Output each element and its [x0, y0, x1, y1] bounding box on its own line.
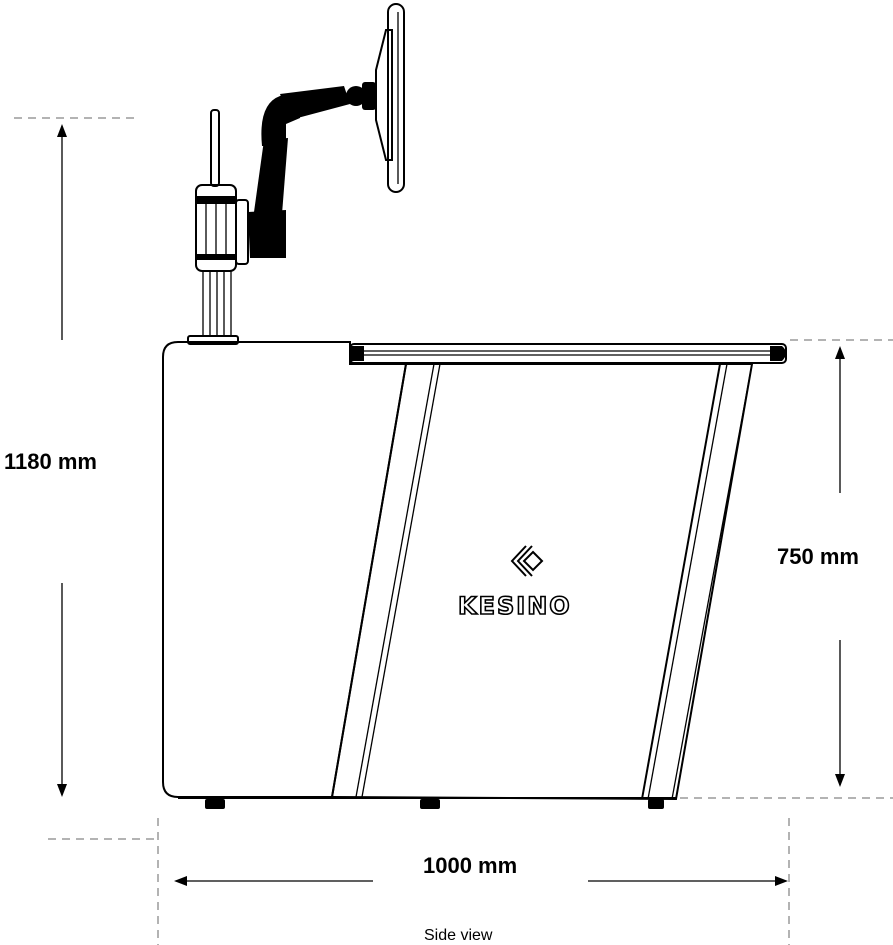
leg-strip-left-inner	[361, 363, 441, 798]
pole-top-rod	[210, 109, 220, 187]
leg-strip-left-outer	[331, 363, 407, 798]
pole-clamp-band-top	[196, 196, 236, 204]
arm-lower-joint	[248, 210, 286, 258]
arm-upper-segment	[280, 86, 350, 120]
monitor-pole	[187, 109, 249, 345]
leg-strip-right-outer	[641, 363, 721, 800]
guide-lines	[14, 117, 893, 945]
leg-strip-right-inner2	[647, 363, 728, 800]
foot-right	[648, 799, 664, 809]
desktop-surface	[349, 343, 787, 364]
view-caption: Side view	[424, 927, 493, 944]
desktop-clamp-left	[350, 346, 364, 361]
leg-strip-left-inner2	[355, 363, 435, 798]
desktop-slab	[349, 343, 787, 364]
brand-wordmark: KESINO	[458, 592, 572, 620]
arrow-up-icon	[57, 124, 67, 137]
monitor-arm	[248, 82, 376, 258]
arrow-down-icon	[57, 784, 67, 797]
pole-base	[187, 335, 239, 345]
arrow-up-icon	[835, 346, 845, 359]
monitor-back-housing	[375, 29, 393, 161]
foot-left	[205, 799, 225, 809]
monitor-screen	[387, 3, 405, 193]
desk-body	[162, 341, 754, 801]
arm-lower-joint-detail	[254, 221, 278, 243]
desk-height-dimension: 750 mm	[777, 346, 859, 787]
desk-height-label: 750 mm	[777, 544, 859, 569]
width-label: 1000 mm	[423, 853, 517, 878]
pole-side-bracket	[235, 199, 249, 265]
arm-tilt-joint	[346, 86, 366, 106]
total-height-dimension: 1180 mm	[4, 124, 97, 797]
arrow-right-icon	[775, 876, 788, 886]
kesino-chevron-logo-icon	[510, 545, 544, 577]
arrow-down-icon	[835, 774, 845, 787]
total-height-label: 1180 mm	[4, 449, 97, 474]
cabinet-outline	[162, 341, 408, 798]
foot-center	[420, 799, 440, 809]
brand-logo: KESINO	[457, 545, 572, 621]
width-dimension: 1000 mm	[174, 853, 788, 886]
desk-feet	[205, 799, 664, 809]
leg-strip-right-inner	[671, 363, 753, 800]
monitor	[375, 3, 405, 193]
desktop-clamp-right	[770, 346, 786, 361]
arm-upper-detail	[295, 93, 343, 109]
arm-lower-segment	[254, 138, 288, 214]
pole-clamp-band-bottom	[196, 254, 236, 260]
arrow-left-icon	[174, 876, 187, 886]
arm-vesa-mount	[362, 82, 376, 110]
